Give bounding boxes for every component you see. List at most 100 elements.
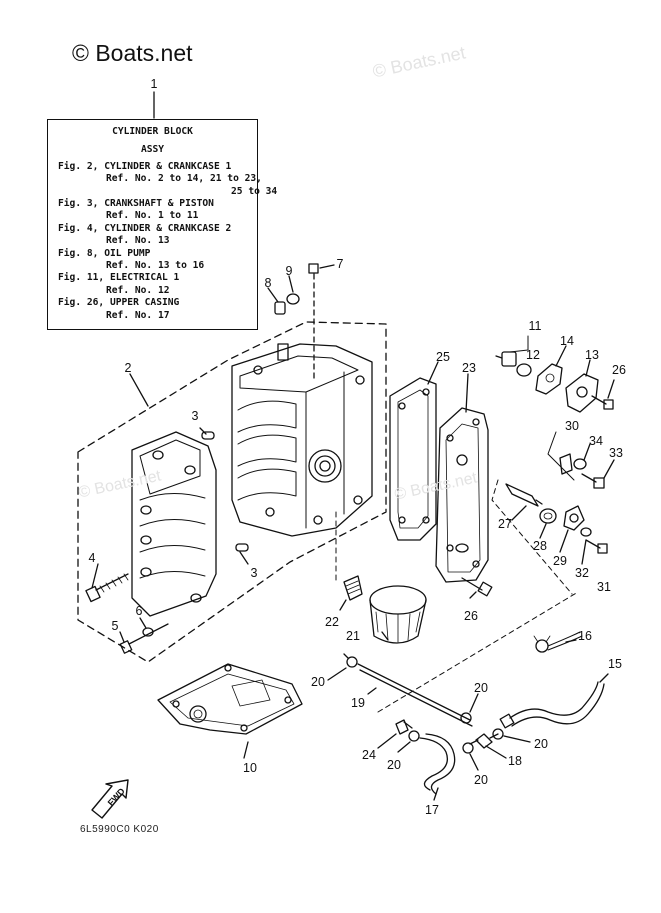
clamp-20-c bbox=[492, 728, 504, 740]
callout-11[interactable]: 11 bbox=[528, 319, 542, 333]
assy-line: Fig. 11, ELECTRICAL 1 bbox=[58, 272, 180, 284]
washer-9 bbox=[286, 293, 300, 305]
crankcase-part bbox=[131, 431, 217, 617]
callout-32[interactable]: 32 bbox=[575, 566, 589, 580]
callout-7[interactable]: 7 bbox=[336, 257, 344, 271]
callout-14[interactable]: 14 bbox=[560, 334, 574, 348]
fitting-16 bbox=[533, 631, 583, 653]
part-30 bbox=[559, 453, 573, 475]
clamp-20-e bbox=[462, 742, 474, 754]
bolt-31 bbox=[585, 539, 608, 554]
callout-31[interactable]: 31 bbox=[597, 580, 611, 594]
exhaust-cover-23 bbox=[435, 407, 489, 583]
callout-29[interactable]: 29 bbox=[553, 554, 567, 568]
callout-18[interactable]: 18 bbox=[508, 754, 522, 768]
washer-34 bbox=[573, 458, 587, 470]
diagram-code: 6L5990C0 K020 bbox=[80, 824, 159, 835]
seal-28 bbox=[539, 508, 557, 524]
callout-9[interactable]: 9 bbox=[285, 264, 293, 278]
callout-5[interactable]: 5 bbox=[111, 619, 119, 633]
assy-line: Ref. No. 1 to 11 bbox=[106, 210, 199, 222]
callout-3[interactable]: 3 bbox=[250, 566, 258, 580]
assembly-info-box: CYLINDER BLOCK ASSY Fig. 2, CYLINDER & C… bbox=[47, 119, 278, 330]
callout-4[interactable]: 4 bbox=[88, 551, 96, 565]
bolt-5-washer-6 bbox=[119, 623, 169, 654]
assy-line: Fig. 2, CYLINDER & CRANKCASE 1 bbox=[58, 160, 232, 172]
assy-line: Fig. 26, UPPER CASING bbox=[58, 297, 180, 309]
callout-20[interactable]: 20 bbox=[474, 773, 488, 787]
callout-17[interactable]: 17 bbox=[425, 803, 439, 817]
dowel-pin-upper bbox=[201, 431, 215, 440]
assy-line: Ref. No. 17 bbox=[106, 309, 170, 321]
fwd-arrow bbox=[91, 779, 129, 819]
union-bolt-22 bbox=[343, 575, 363, 601]
watermark-main: © Boats.net bbox=[72, 40, 193, 66]
washer-32 bbox=[580, 527, 592, 537]
callout-25[interactable]: 25 bbox=[436, 350, 450, 364]
hose-17 bbox=[419, 733, 456, 795]
callout-21[interactable]: 21 bbox=[346, 629, 360, 643]
callout-20[interactable]: 20 bbox=[387, 758, 401, 772]
assembly-dashed-outline bbox=[77, 321, 387, 663]
callout-30[interactable]: 30 bbox=[565, 419, 579, 433]
callout-28[interactable]: 28 bbox=[533, 539, 547, 553]
gasket-25 bbox=[389, 377, 437, 541]
callout-13[interactable]: 13 bbox=[585, 348, 599, 362]
callout-23[interactable]: 23 bbox=[462, 361, 476, 375]
bolt-4 bbox=[85, 573, 129, 603]
callout-33[interactable]: 33 bbox=[609, 446, 623, 460]
oil-filter-21 bbox=[369, 585, 427, 644]
callout-15[interactable]: 15 bbox=[608, 657, 622, 671]
assy-line: Fig. 3, CRANKSHAFT & PISTON bbox=[58, 198, 214, 210]
joint-18 bbox=[469, 733, 499, 749]
callout-8[interactable]: 8 bbox=[264, 276, 272, 290]
callout-26[interactable]: 26 bbox=[464, 609, 478, 623]
bolt-26-upper bbox=[591, 395, 614, 410]
assy-title: CYLINDER BLOCK bbox=[112, 126, 193, 137]
clamp-20-a bbox=[343, 653, 358, 668]
callout-10[interactable]: 10 bbox=[243, 761, 257, 775]
assy-line: Ref. No. 2 to 14, 21 to 23, bbox=[106, 173, 262, 185]
clamp-20-d bbox=[408, 730, 420, 742]
bolt-33 bbox=[581, 473, 605, 489]
callout-24[interactable]: 24 bbox=[362, 748, 376, 762]
housing-29 bbox=[563, 505, 585, 531]
callout-6[interactable]: 6 bbox=[135, 604, 143, 618]
washer-12 bbox=[516, 363, 532, 377]
gasket-14 bbox=[535, 363, 563, 395]
callout-19[interactable]: 19 bbox=[351, 696, 365, 710]
assy-line: Fig. 4, CYLINDER & CRANKCASE 2 bbox=[58, 222, 232, 234]
hose-19 bbox=[357, 663, 473, 727]
callout-34[interactable]: 34 bbox=[589, 434, 603, 448]
assy-line: Fig. 8, OIL PUMP bbox=[58, 247, 151, 259]
sensor-11 bbox=[495, 351, 517, 367]
assy-line: Ref. No. 13 to 16 bbox=[106, 260, 205, 272]
callout-26[interactable]: 26 bbox=[612, 363, 626, 377]
plug-7 bbox=[308, 263, 319, 381]
callout-1[interactable]: 1 bbox=[150, 77, 158, 91]
callout-20[interactable]: 20 bbox=[474, 681, 488, 695]
callout-2[interactable]: 2 bbox=[124, 361, 132, 375]
gasket-10 bbox=[157, 663, 303, 735]
callout-22[interactable]: 22 bbox=[325, 615, 339, 629]
thermostat-cover-13 bbox=[565, 373, 599, 413]
assy-line: Ref. No. 12 bbox=[106, 284, 170, 296]
assy-subtitle: ASSY bbox=[140, 144, 165, 156]
part-27 bbox=[505, 483, 543, 507]
callout-12[interactable]: 12 bbox=[526, 348, 540, 362]
clamp-20-b bbox=[460, 712, 472, 724]
assy-line: 25 to 34 bbox=[231, 185, 278, 197]
cylinder-block-part bbox=[231, 343, 373, 537]
fitting-24 bbox=[395, 719, 413, 735]
assy-line: Ref. No. 13 bbox=[106, 235, 170, 247]
bolt-26-lower bbox=[461, 577, 493, 597]
dowel-pin-lower bbox=[235, 543, 249, 552]
callout-27[interactable]: 27 bbox=[498, 517, 512, 531]
hose-15 bbox=[499, 681, 605, 729]
callout-3[interactable]: 3 bbox=[191, 409, 199, 423]
bolt-8 bbox=[274, 301, 286, 315]
callout-20[interactable]: 20 bbox=[311, 675, 325, 689]
callout-16[interactable]: 16 bbox=[578, 629, 592, 643]
callout-20[interactable]: 20 bbox=[534, 737, 548, 751]
